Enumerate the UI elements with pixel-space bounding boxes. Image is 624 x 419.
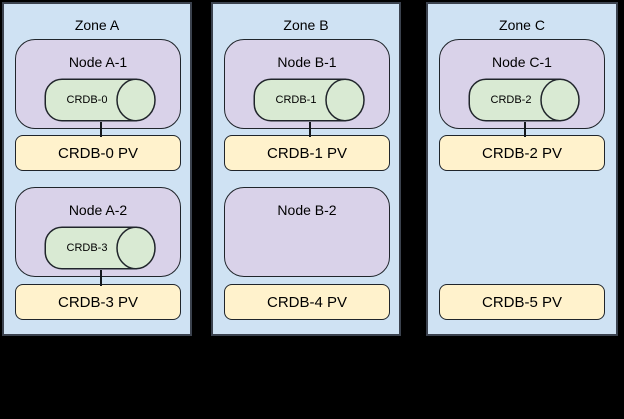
- crdb-5-pv-label: CRDB-5 PV: [481, 293, 563, 311]
- crdb-1-pv-box: CRDB-1 PV: [224, 135, 390, 171]
- node-b-2-box: Node B-2: [224, 187, 390, 277]
- crdb-2-pod: CRDB-2: [468, 78, 580, 122]
- zone-a: Zone A Node A-1 CRDB-0 CRDB-0 PV Node A-…: [2, 2, 192, 336]
- crdb-3-pv-box: CRDB-3 PV: [15, 284, 181, 320]
- node-a-2-box: Node A-2 CRDB-3: [15, 187, 181, 277]
- database-cylinder-icon: [468, 78, 580, 122]
- database-cylinder-icon: [44, 78, 156, 122]
- crdb-0-pv-box: CRDB-0 PV: [15, 135, 181, 171]
- zone-c-title: Zone C: [499, 17, 545, 33]
- crdb-0-pv-connector-line: [100, 122, 102, 137]
- crdb-0-pod: CRDB-0: [44, 78, 156, 122]
- node-a-2-title: Node A-2: [68, 202, 128, 218]
- database-cylinder-icon: [253, 78, 365, 122]
- crdb-2-pv-label: CRDB-2 PV: [481, 144, 563, 162]
- zone-a-title: Zone A: [74, 17, 120, 33]
- crdb-1-pv-label: CRDB-1 PV: [266, 144, 348, 162]
- node-a-1-box: Node A-1 CRDB-0: [15, 39, 181, 129]
- crdb-2-pod-label: CRDB-2: [490, 94, 532, 106]
- crdb-2-pv-connector-line: [524, 122, 526, 137]
- crdb-3-pv-connector-line: [100, 270, 102, 286]
- crdb-4-pv-box: CRDB-4 PV: [224, 284, 390, 320]
- node-c-1-box: Node C-1 CRDB-2: [439, 39, 605, 129]
- crdb-0-pod-label: CRDB-0: [66, 94, 108, 106]
- crdb-3-pod: CRDB-3: [44, 226, 156, 270]
- node-c-1-title: Node C-1: [492, 54, 552, 70]
- node-b-1-box: Node B-1 CRDB-1: [224, 39, 390, 129]
- crdb-4-pv-label: CRDB-4 PV: [266, 293, 348, 311]
- database-cylinder-icon: [44, 226, 156, 270]
- crdb-5-pv-box: CRDB-5 PV: [439, 284, 605, 320]
- node-b-2-title: Node B-2: [277, 202, 337, 218]
- node-a-1-title: Node A-1: [68, 54, 128, 70]
- crdb-1-pod: CRDB-1: [253, 78, 365, 122]
- crdb-3-pv-label: CRDB-3 PV: [57, 293, 139, 311]
- zone-c: Zone C Node C-1 CRDB-2 CRDB-2 PV CRDB-5 …: [426, 2, 618, 336]
- crdb-0-pv-label: CRDB-0 PV: [57, 144, 139, 162]
- crdb-1-pv-connector-line: [309, 122, 311, 137]
- zone-b: Zone B Node B-1 CRDB-1 CRDB-1 PV Node B-…: [211, 2, 401, 336]
- crdb-3-pod-label: CRDB-3: [66, 242, 108, 254]
- node-b-1-title: Node B-1: [277, 54, 337, 70]
- zone-b-title: Zone B: [283, 17, 329, 33]
- crdb-1-pod-label: CRDB-1: [275, 94, 317, 106]
- crdb-2-pv-box: CRDB-2 PV: [439, 135, 605, 171]
